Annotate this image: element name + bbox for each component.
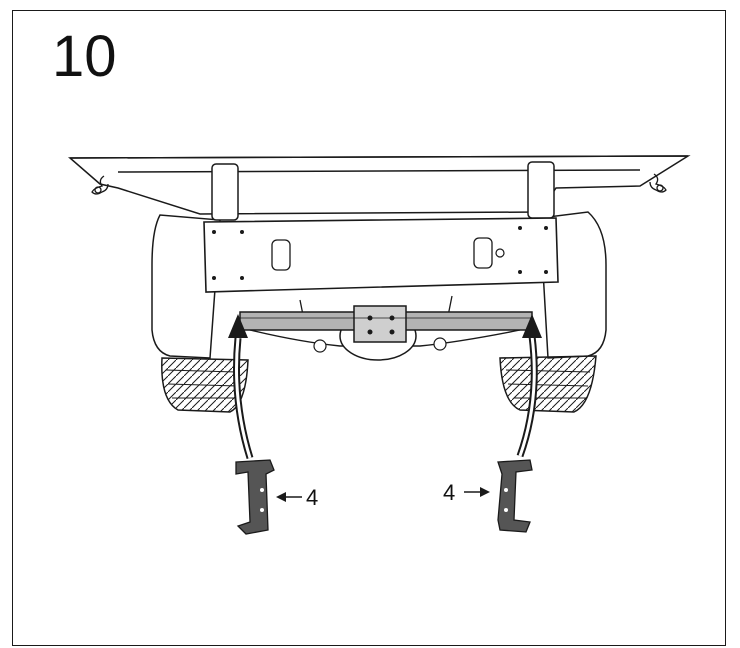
right-callout-arrow [464,487,490,497]
right-bracket [497,459,533,533]
step-number: 10 [52,24,117,89]
right-tie-down-hook [649,173,667,193]
left-callout-arrow [276,492,302,502]
left-part-callout: 4 [306,485,319,510]
right-insert-arrow [516,314,542,458]
rear-bumper-panel [203,217,559,293]
left-tire [151,214,249,413]
left-insert-arrow [228,314,254,460]
left-bracket [235,459,275,535]
vehicle-body [67,155,691,215]
hitch-crossbar [239,305,533,343]
left-tie-down-hook [91,175,109,195]
right-part-callout: 4 [443,480,456,505]
